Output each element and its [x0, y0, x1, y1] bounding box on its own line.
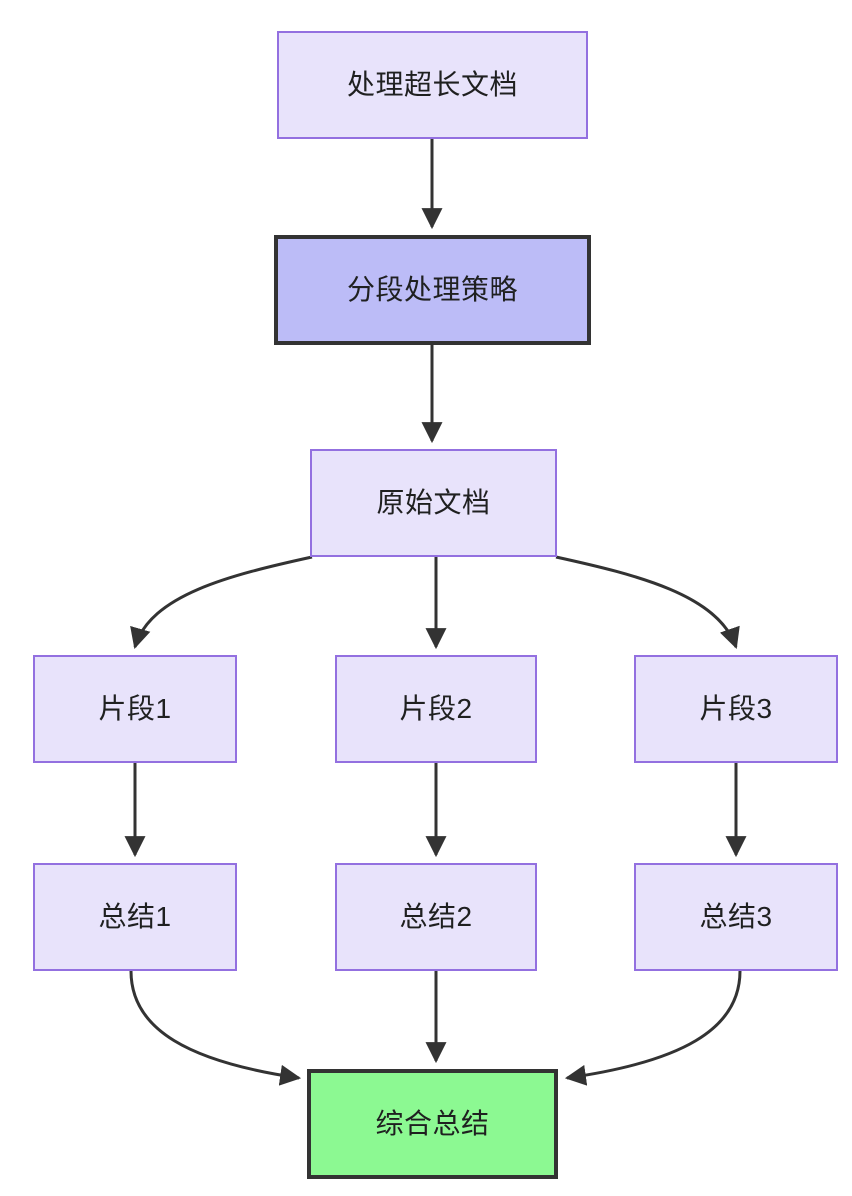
- node-summary-1[interactable]: 总结1: [33, 863, 237, 971]
- node-label: 片段1: [98, 693, 172, 725]
- node-label: 原始文档: [376, 487, 491, 519]
- node-label: 分段处理策略: [346, 274, 518, 306]
- node-label: 综合总结: [375, 1108, 490, 1140]
- node-process-long-document[interactable]: 处理超长文档: [277, 31, 588, 139]
- edge-n7-n10: [129, 970, 302, 1086]
- node-label: 总结2: [399, 901, 473, 933]
- edge-n9-n10: [564, 970, 742, 1086]
- node-label: 总结1: [98, 901, 172, 933]
- node-label: 总结3: [699, 901, 773, 933]
- node-fragment-2[interactable]: 片段2: [335, 655, 537, 763]
- edge-n3-n4: [130, 555, 313, 650]
- node-original-document[interactable]: 原始文档: [310, 449, 557, 557]
- node-label: 片段2: [399, 693, 473, 725]
- node-summary-3[interactable]: 总结3: [634, 863, 838, 971]
- edge-n3-n6: [555, 555, 740, 649]
- node-comprehensive-summary[interactable]: 综合总结: [307, 1069, 558, 1179]
- node-fragment-1[interactable]: 片段1: [33, 655, 237, 763]
- node-label: 处理超长文档: [346, 69, 518, 101]
- node-fragment-3[interactable]: 片段3: [634, 655, 838, 763]
- node-label: 片段3: [699, 693, 773, 725]
- node-summary-2[interactable]: 总结2: [335, 863, 537, 971]
- node-chunking-strategy[interactable]: 分段处理策略: [274, 235, 591, 345]
